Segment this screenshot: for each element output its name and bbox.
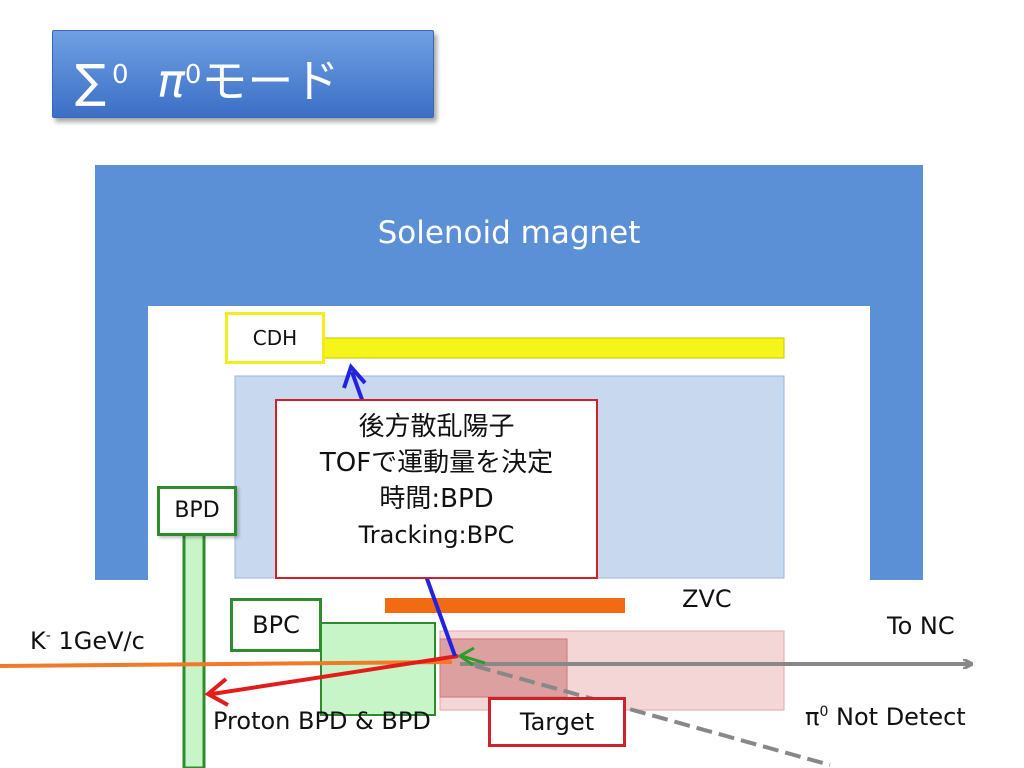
beam-energy: 1GeV/c	[58, 627, 145, 655]
title-suffix: モード	[201, 54, 340, 108]
not-detect-text: Not Detect	[836, 703, 966, 731]
proton-arrow-head	[204, 677, 229, 707]
zvc-label: ZVC	[682, 585, 732, 613]
title-sigma: ∑	[75, 54, 106, 108]
callout-line-3: 時間:BPD	[379, 484, 494, 514]
pi0-not-detect-label: π0 Not Detect	[805, 703, 966, 731]
pi0-track	[474, 664, 831, 767]
title-pi: π	[157, 54, 185, 108]
proton-track	[211, 654, 459, 696]
beam-label: K- 1GeV/c	[30, 627, 145, 655]
beam-line	[0, 660, 453, 668]
vertex-arrow-head	[457, 646, 475, 667]
vertex-track	[461, 654, 486, 665]
solenoid-magnet-label: Solenoid magnet	[377, 215, 641, 251]
bpd-label: BPD	[157, 486, 237, 536]
proton-bpd-label: Proton BPD & BPD	[213, 707, 431, 735]
callout-line-2: TOFで運動量を決定	[319, 448, 554, 478]
pi0-symbol: π	[805, 703, 820, 731]
pi0-sup: 0	[819, 704, 829, 720]
cdh-label: CDH	[225, 312, 325, 364]
beam-particle-sup: -	[45, 628, 51, 644]
title-pi-sup: 0	[184, 60, 202, 90]
bpc-region	[320, 622, 436, 716]
slide-title: ∑0 π0モード	[52, 30, 434, 118]
cdh-bar	[319, 337, 785, 359]
solenoid-magnet	[95, 165, 923, 580]
backscatter-proton-callout: 後方散乱陽子 TOFで運動量を決定 時間:BPD Tracking:BPC	[275, 399, 598, 579]
callout-line-1: 後方散乱陽子	[358, 412, 515, 442]
title-sigma-sup: 0	[112, 60, 129, 90]
bpc-label: BPC	[230, 598, 322, 652]
back-arrow-head	[342, 363, 367, 389]
callout-line-4: Tracking:BPC	[358, 521, 515, 549]
beam-particle: K	[30, 627, 46, 655]
bpd-bar	[182, 528, 206, 768]
zvc-bar	[385, 598, 625, 613]
to-nc-label: To NC	[887, 612, 955, 640]
target-label: Target	[488, 697, 626, 747]
